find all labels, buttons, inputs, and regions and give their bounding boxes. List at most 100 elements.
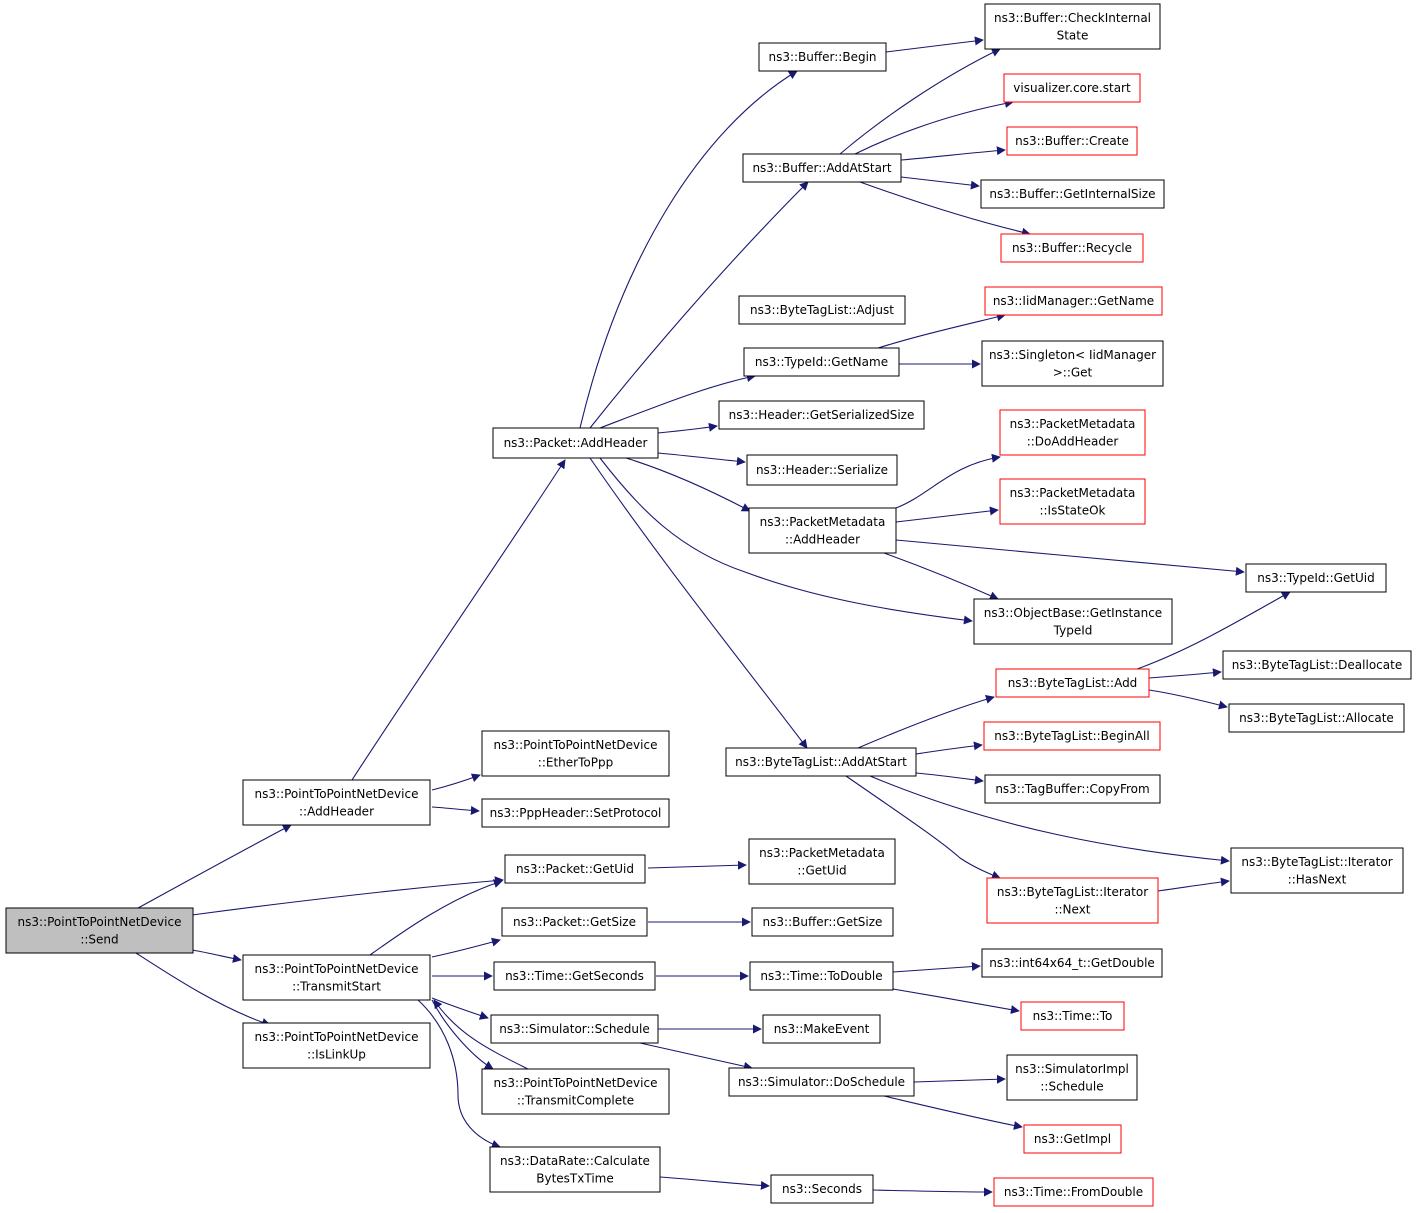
node-label-line: ::GetUid — [797, 864, 846, 878]
node-btl-allocate[interactable]: ns3::ByteTagList::Allocate — [1228, 703, 1405, 733]
edge-buffer_addatstart-to-buffer_create — [900, 146, 1006, 161]
node-btl-addatstart[interactable]: ns3::ByteTagList::AddAtStart — [725, 747, 917, 777]
node-btl-iter-next[interactable]: ns3::ByteTagList::Iterator::Next — [986, 877, 1159, 924]
edge-btl_addatstart-to-btl_beginall — [915, 741, 983, 755]
edge-pm_addheader-to-pm_isstateok — [895, 506, 999, 523]
node-ethertoppp[interactable]: ns3::PointToPointNetDevice::EtherToPpp — [481, 730, 670, 777]
node-btl-iter-hasnext[interactable]: ns3::ByteTagList::Iterator::HasNext — [1230, 847, 1404, 894]
edge-sim_schedule-to-sim_doschedule — [639, 1042, 753, 1071]
node-label-line: ns3::Packet::GetSize — [513, 915, 636, 929]
node-transmitstart[interactable]: ns3::PointToPointNetDevice::TransmitStar… — [242, 954, 431, 1001]
node-box — [492, 427, 659, 459]
node-packet-getsize[interactable]: ns3::Packet::GetSize — [501, 907, 648, 937]
edge-buffer_addatstart-to-checkinternal — [839, 48, 1001, 155]
node-typeid-getname[interactable]: ns3::TypeId::GetName — [743, 347, 900, 377]
edge-packet_addheader-to-header_serialize — [657, 452, 746, 466]
node-pm-doaddheader[interactable]: ns3::PacketMetadata::DoAddHeader — [999, 409, 1146, 456]
node-box — [984, 3, 1161, 50]
node-transmitcomplete[interactable]: ns3::PointToPointNetDevice::TransmitComp… — [481, 1068, 670, 1115]
node-getimpl[interactable]: ns3::GetImpl — [1023, 1124, 1122, 1154]
node-iidmanager-getname[interactable]: ns3::IidManager::GetName — [984, 286, 1163, 316]
node-packet-getuid[interactable]: ns3::Packet::GetUid — [504, 854, 646, 884]
node-box — [728, 1067, 915, 1097]
node-viz-start[interactable]: visualizer.core.start — [1003, 73, 1141, 103]
edge-time_todouble-to-int64_getdouble — [892, 962, 981, 973]
node-makeevent[interactable]: ns3::MakeEvent — [762, 1014, 881, 1044]
node-header-serialize[interactable]: ns3::Header::Serialize — [746, 454, 898, 486]
node-buffer-recycle[interactable]: ns3::Buffer::Recycle — [1000, 233, 1144, 263]
node-time-to[interactable]: ns3::Time::To — [1020, 1001, 1125, 1031]
node-box — [1023, 1124, 1122, 1154]
node-sim-schedule[interactable]: ns3::Simulator::Schedule — [490, 1014, 659, 1044]
node-label-line: ::IsStateOk — [1039, 504, 1105, 518]
node-box — [749, 961, 894, 991]
node-time-fromdouble[interactable]: ns3::Time::FromDouble — [993, 1177, 1154, 1207]
node-buffer-addatstart[interactable]: ns3::Buffer::AddAtStart — [742, 153, 902, 183]
node-box — [481, 730, 670, 777]
node-int64-getdouble[interactable]: ns3::int64x64_t::GetDouble — [981, 948, 1163, 978]
node-p2p-addheader[interactable]: ns3::PointToPointNetDevice::AddHeader — [242, 779, 431, 826]
node-label-line: ns3::Header::Serialize — [756, 463, 888, 477]
node-box — [1230, 847, 1404, 894]
node-singleton-get[interactable]: ns3::Singleton< IidManager>::Get — [981, 340, 1164, 387]
edge-sim_doschedule-to-getimpl — [883, 1095, 1023, 1130]
node-buffer-create[interactable]: ns3::Buffer::Create — [1006, 126, 1138, 156]
node-label-line: ::TransmitStart — [292, 980, 381, 994]
node-label-line: ::Next — [1054, 903, 1090, 917]
node-buffer-getsize[interactable]: ns3::Buffer::GetSize — [751, 907, 894, 937]
edge-packet_addheader-to-header_getserializedsize — [657, 422, 718, 434]
node-btl-add[interactable]: ns3::ByteTagList::Add — [995, 668, 1150, 698]
node-buffer-begin[interactable]: ns3::Buffer::Begin — [758, 42, 887, 72]
node-label-line: ns3::SimulatorImpl — [1015, 1062, 1129, 1076]
node-box — [984, 286, 1163, 316]
node-time-todouble[interactable]: ns3::Time::ToDouble — [749, 961, 894, 991]
edge-packet_getuid-to-pm_getuid — [647, 860, 747, 870]
node-buffer-getinternalsize[interactable]: ns3::Buffer::GetInternalSize — [980, 179, 1165, 209]
node-label-line: ::IsLinkUp — [307, 1048, 366, 1062]
edge-transmitstart-to-calcbytes — [417, 999, 501, 1149]
node-label-line: ns3::DataRate::Calculate — [500, 1154, 650, 1168]
node-label-line: TypeId — [1053, 624, 1093, 638]
node-tagbuffer-copyfrom[interactable]: ns3::TagBuffer::CopyFrom — [984, 774, 1161, 804]
node-box — [984, 774, 1161, 804]
node-packet-addheader[interactable]: ns3::Packet::AddHeader — [492, 427, 659, 459]
node-header-getserializedsize[interactable]: ns3::Header::GetSerializedSize — [718, 400, 925, 430]
node-btl-beginall[interactable]: ns3::ByteTagList::BeginAll — [983, 721, 1161, 751]
node-label-line: ns3::Time::GetSeconds — [505, 969, 644, 983]
node-label-line: ns3::PointToPointNetDevice — [494, 738, 658, 752]
edges-layer — [135, 36, 1291, 1197]
node-sim-doschedule[interactable]: ns3::Simulator::DoSchedule — [728, 1067, 915, 1097]
node-label-line: ns3::ByteTagList::Adjust — [750, 303, 894, 317]
node-setprotocol[interactable]: ns3::PppHeader::SetProtocol — [481, 798, 670, 828]
node-label-line: ns3::PointToPointNetDevice — [494, 1076, 658, 1090]
edge-buffer_begin-to-checkinternal — [885, 36, 984, 53]
node-label-line: ns3::Time::To — [1033, 1009, 1113, 1023]
node-label-line: ns3::Header::GetSerializedSize — [729, 408, 915, 422]
node-label-line: ::HasNext — [1288, 873, 1347, 887]
node-simimpl-schedule[interactable]: ns3::SimulatorImpl::Schedule — [1006, 1054, 1138, 1101]
node-seconds[interactable]: ns3::Seconds — [770, 1174, 874, 1204]
edge-packet_addheader-to-buffer_begin — [579, 70, 798, 429]
node-label-line: ns3::Simulator::DoSchedule — [738, 1075, 905, 1089]
node-box — [999, 478, 1146, 525]
node-label-line: ns3::PointToPointNetDevice — [255, 962, 419, 976]
node-pm-addheader[interactable]: ns3::PacketMetadata::AddHeader — [748, 507, 897, 554]
edge-btl_addatstart-to-tagbuffer_copyfrom — [915, 772, 984, 785]
node-islinkup[interactable]: ns3::PointToPointNetDevice::IsLinkUp — [242, 1022, 431, 1069]
node-box — [5, 907, 194, 954]
node-btl-adjust[interactable]: ns3::ByteTagList::Adjust — [738, 295, 906, 325]
node-pm-getuid[interactable]: ns3::PacketMetadata::GetUid — [748, 838, 896, 885]
node-pm-isstateok[interactable]: ns3::PacketMetadata::IsStateOk — [999, 478, 1146, 525]
node-time-getseconds[interactable]: ns3::Time::GetSeconds — [493, 961, 656, 991]
node-label-line: ns3::Buffer::Recycle — [1012, 241, 1132, 255]
node-btl-deallocate[interactable]: ns3::ByteTagList::Deallocate — [1222, 650, 1412, 680]
node-box — [983, 721, 1161, 751]
node-send[interactable]: ns3::PointToPointNetDevice::Send — [5, 907, 194, 954]
node-label-line: ns3::Simulator::Schedule — [499, 1022, 650, 1036]
node-box — [995, 668, 1150, 698]
node-box — [493, 961, 656, 991]
node-typeid-getuid[interactable]: ns3::TypeId::GetUid — [1245, 563, 1387, 593]
